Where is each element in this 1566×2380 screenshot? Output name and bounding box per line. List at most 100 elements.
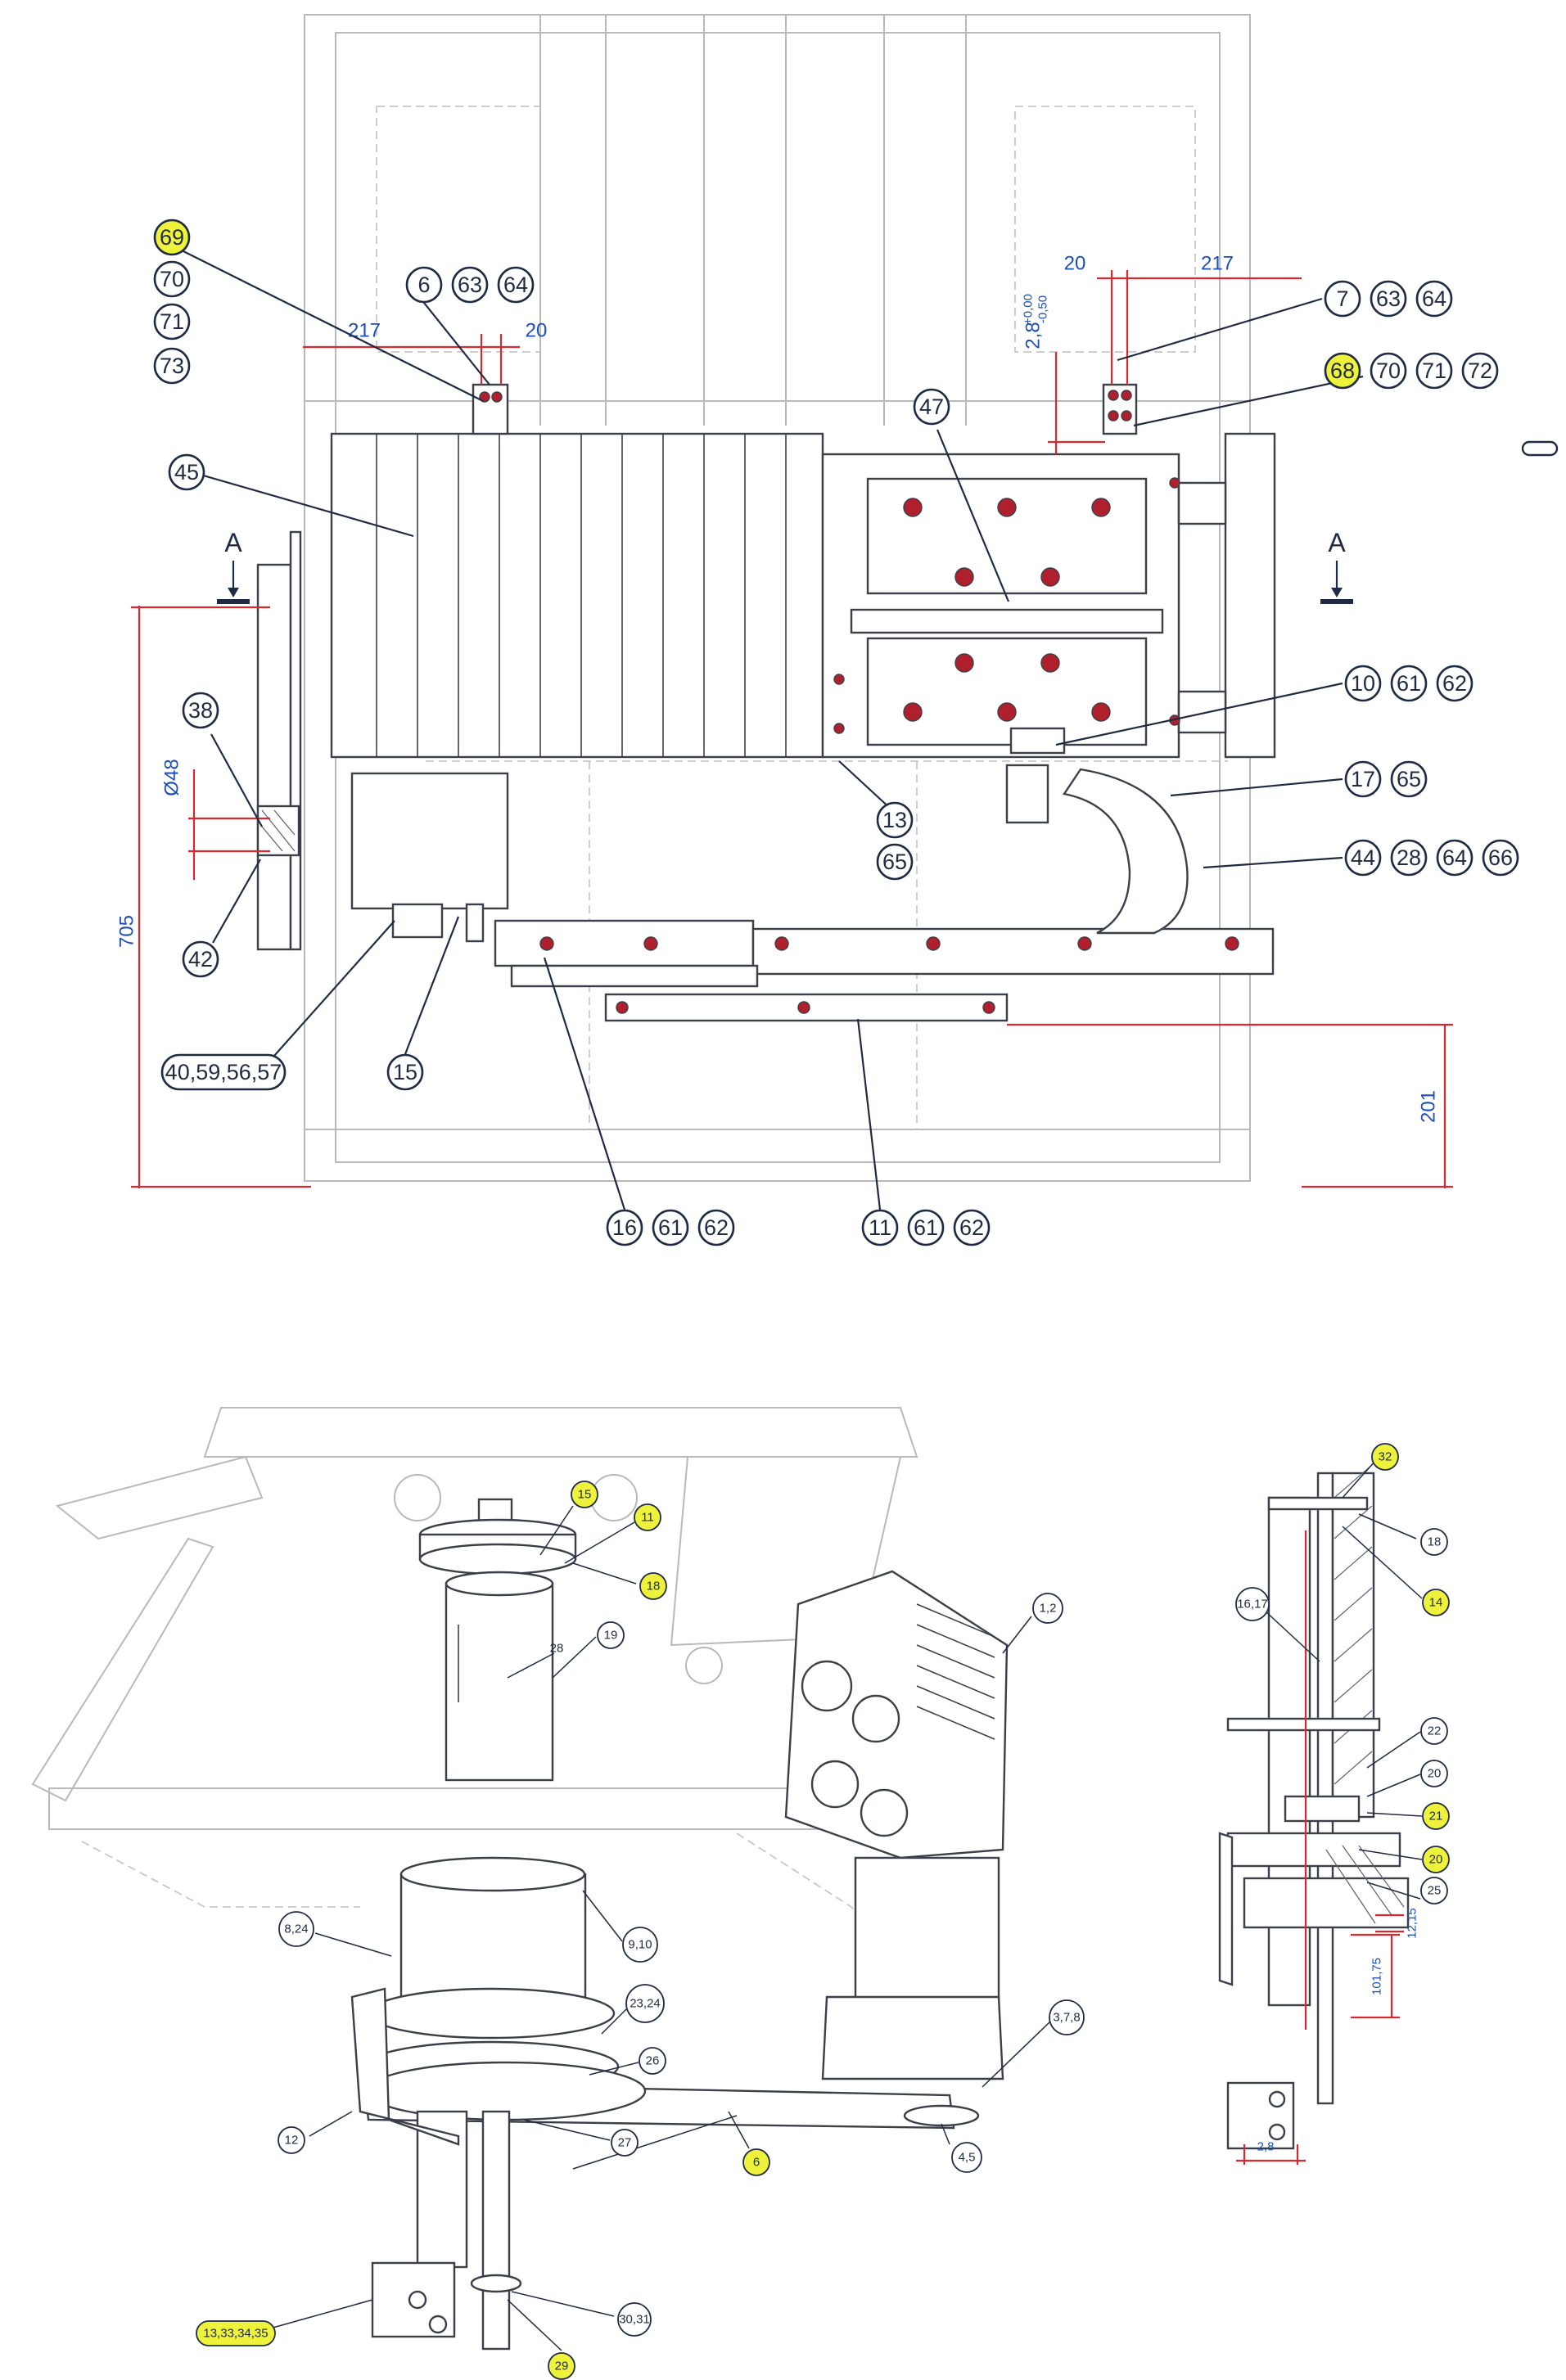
svg-text:13: 13 [882,808,907,832]
balloon-64-c: 64 [1436,839,1473,877]
balloon-47: 47 [913,388,950,426]
balloon-7: 7 [1324,280,1361,318]
svg-text:26: 26 [646,2054,660,2068]
svg-text:71: 71 [1422,358,1446,383]
dim-12-15: 12,15 [1406,1908,1419,1939]
svg-text:73: 73 [160,354,184,378]
svg-text:11: 11 [641,1511,654,1525]
balloon-28-iso: 28 [550,1642,564,1656]
svg-text:66: 66 [1488,845,1513,870]
svg-text:40,59,56,57: 40,59,56,57 [165,1060,282,1084]
svg-text:42: 42 [188,947,213,971]
section-mark-right: A [1320,528,1353,604]
dim-diameter-48: Ø48 [161,759,183,796]
svg-text:69: 69 [160,225,184,250]
svg-text:64: 64 [503,273,528,297]
svg-text:16,17: 16,17 [1237,1598,1268,1611]
balloon-61-c: 61 [907,1209,945,1246]
top-view-balloons: 69 70 71 73 6 63 64 7 63 64 68 70 71 72 … [153,219,1519,1246]
svg-text:18: 18 [647,1580,661,1593]
balloon-14-sec: 14 [1422,1589,1450,1616]
section-view-balloons: 32 18 14 16,17 22 20 21 20 25 [1235,1443,1450,1904]
balloon-63-a: 63 [451,266,489,304]
svg-text:44: 44 [1351,845,1375,870]
svg-text:8,24: 8,24 [284,1922,308,1936]
svg-text:15: 15 [578,1488,592,1502]
svg-text:3,7,8: 3,7,8 [1053,2011,1080,2025]
balloon-17: 17 [1344,760,1382,798]
balloon-28: 28 [1390,839,1428,877]
balloon-13-33-34-35-iso: 13,33,34,35 [196,2320,276,2346]
svg-text:62: 62 [1442,671,1467,696]
balloon-11-iso: 11 [634,1503,661,1531]
balloon-65-b: 65 [1390,760,1428,798]
balloon-19-iso: 19 [597,1621,625,1649]
balloon-3-7-8-iso: 3,7,8 [1049,1999,1085,2035]
balloon-21-sec: 21 [1422,1802,1450,1830]
svg-text:72: 72 [1468,358,1492,383]
balloon-9-10-iso: 9,10 [622,1927,658,1963]
dim-705: 705 [116,915,138,948]
svg-text:13,33,34,35: 13,33,34,35 [203,2327,268,2341]
iso-view-leaders [269,1505,1051,2351]
svg-text:70: 70 [160,267,184,291]
svg-text:16: 16 [612,1215,637,1240]
svg-text:11: 11 [869,1215,891,1240]
balloon-38: 38 [182,692,219,729]
balloon-73: 73 [153,347,191,385]
balloon-40-59-56-57: 40,59,56,57 [160,1053,287,1091]
svg-text:4,5: 4,5 [959,2151,976,2165]
svg-text:28: 28 [1397,845,1421,870]
tab-marker [1521,440,1559,457]
dim-tol-upper: +0,00 [1022,294,1036,325]
svg-text:10: 10 [1351,671,1375,696]
balloon-42: 42 [182,940,219,978]
svg-text:65: 65 [1397,767,1421,791]
svg-text:45: 45 [174,460,199,485]
svg-text:27: 27 [618,2136,632,2150]
dim-tol-lower: -0,50 [1036,295,1050,323]
svg-text:68: 68 [1330,358,1355,383]
svg-text:30,31: 30,31 [619,2313,650,2327]
balloon-6: 6 [405,266,443,304]
balloon-61-b: 61 [652,1209,689,1246]
svg-text:63: 63 [458,273,482,297]
balloon-22-sec: 22 [1420,1717,1448,1745]
dim-20-right: 20 [1064,253,1086,275]
top-view-leaders [179,249,1364,1210]
balloon-70-b: 70 [1370,352,1407,390]
top-view-parts [256,383,1276,1022]
balloon-65-a: 65 [876,843,914,881]
svg-text:71: 71 [160,309,184,334]
balloon-32-sec: 32 [1371,1443,1399,1471]
iso-view-parts [350,1498,1009,2351]
balloon-44: 44 [1344,839,1382,877]
balloon-1-2-iso: 1,2 [1032,1593,1063,1624]
dim-201: 201 [1418,1090,1440,1123]
svg-text:38: 38 [188,698,213,723]
balloon-15: 15 [386,1053,424,1091]
dim-217-left: 217 [348,320,381,342]
svg-text:32: 32 [1379,1450,1392,1464]
balloon-71-b: 71 [1415,352,1453,390]
balloon-66: 66 [1482,839,1519,877]
balloon-4-5-iso: 4,5 [951,2142,982,2173]
dim-2-8-section: 2,8 [1257,2140,1275,2154]
dim-217-right: 217 [1201,253,1234,275]
svg-text:17: 17 [1351,767,1375,791]
balloon-62-c: 62 [953,1209,991,1246]
svg-text:61: 61 [1397,671,1421,696]
dim-2-8-top: 2,8 [1022,322,1045,349]
svg-text:63: 63 [1376,286,1401,311]
svg-text:22: 22 [1428,1724,1442,1738]
balloon-15-iso: 15 [571,1481,598,1508]
balloon-62-b: 62 [697,1209,735,1246]
balloon-63-b: 63 [1370,280,1407,318]
balloon-64-b: 64 [1415,280,1453,318]
svg-text:14: 14 [1429,1596,1443,1610]
balloon-45: 45 [168,453,205,491]
balloon-72: 72 [1461,352,1499,390]
dim-20-left: 20 [526,320,548,342]
balloon-29-iso: 29 [548,2352,575,2380]
